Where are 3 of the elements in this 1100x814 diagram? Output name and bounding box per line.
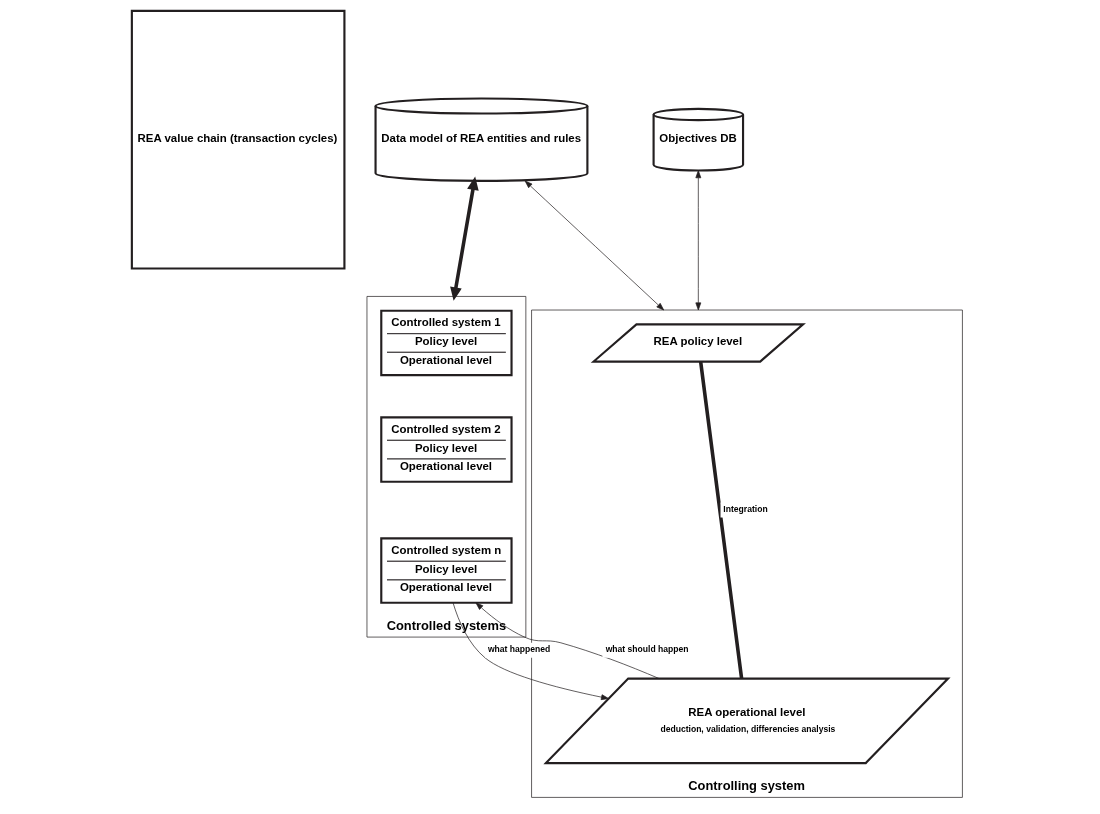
edge-label: what should happen xyxy=(605,644,689,655)
edge-label: Integration xyxy=(723,503,768,514)
edge-label: what happened xyxy=(487,644,551,655)
